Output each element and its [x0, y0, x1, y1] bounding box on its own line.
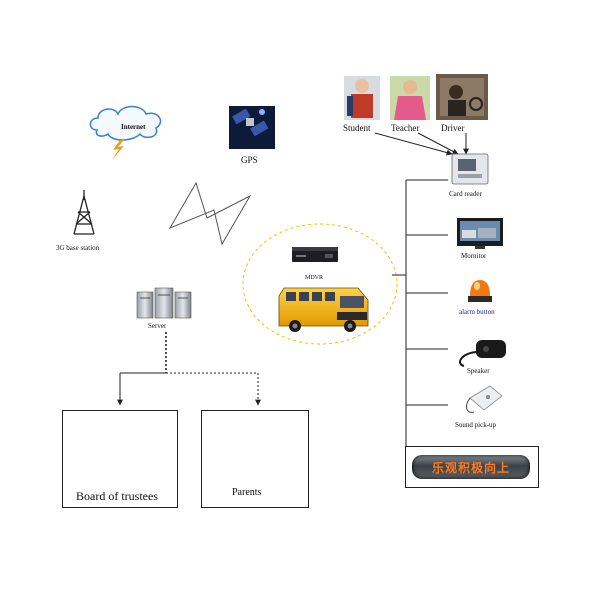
gps-satellite-icon — [229, 106, 275, 149]
sound-pickup-icon — [466, 385, 503, 413]
wireless-link-icon — [168, 181, 252, 246]
alarm-button-label: alarm button — [459, 308, 495, 316]
card-reader-icon — [451, 153, 489, 185]
mdvr-device-icon — [292, 247, 338, 262]
internet-cloud-icon — [89, 105, 162, 160]
student-photo — [344, 76, 380, 120]
sound-pickup-label: Sound pick-up — [455, 421, 497, 429]
led-display-text: 乐观积极向上 — [431, 460, 510, 475]
school-bus-icon — [278, 287, 369, 332]
student-label: Student — [343, 123, 371, 133]
card-reader-arrows — [374, 132, 469, 156]
base-station-tower-icon — [73, 190, 95, 235]
card-reader-label: Card reader — [449, 190, 482, 198]
board-label: Board of trustees — [76, 489, 158, 503]
driver-label: Driver — [441, 123, 465, 133]
parents-box — [201, 410, 309, 508]
board-box — [62, 410, 178, 508]
server-label: Server — [148, 322, 167, 330]
teacher-photo — [390, 76, 430, 120]
alarm-button-icon — [468, 280, 492, 302]
internet-label: Internet — [121, 123, 146, 131]
gps-label: GPS — [241, 155, 258, 165]
teacher-label: Teacher — [391, 123, 420, 133]
mdvr-label: MDVR — [305, 275, 324, 281]
speaker-label: Speaker — [467, 367, 490, 375]
parents-label: Parents — [232, 487, 262, 498]
server-distribution-lines — [117, 332, 261, 406]
monitor-label: Mornitor — [461, 252, 487, 260]
monitor-icon — [457, 218, 503, 249]
server-icon — [136, 287, 192, 319]
vehicle-boundary — [242, 223, 398, 345]
led-display: 乐观积极向上 — [412, 455, 530, 479]
peripheral-branch-lines — [406, 179, 448, 406]
base-station-label: 3G base station — [56, 244, 100, 252]
speaker-icon — [459, 340, 506, 367]
driver-photo — [436, 74, 488, 120]
